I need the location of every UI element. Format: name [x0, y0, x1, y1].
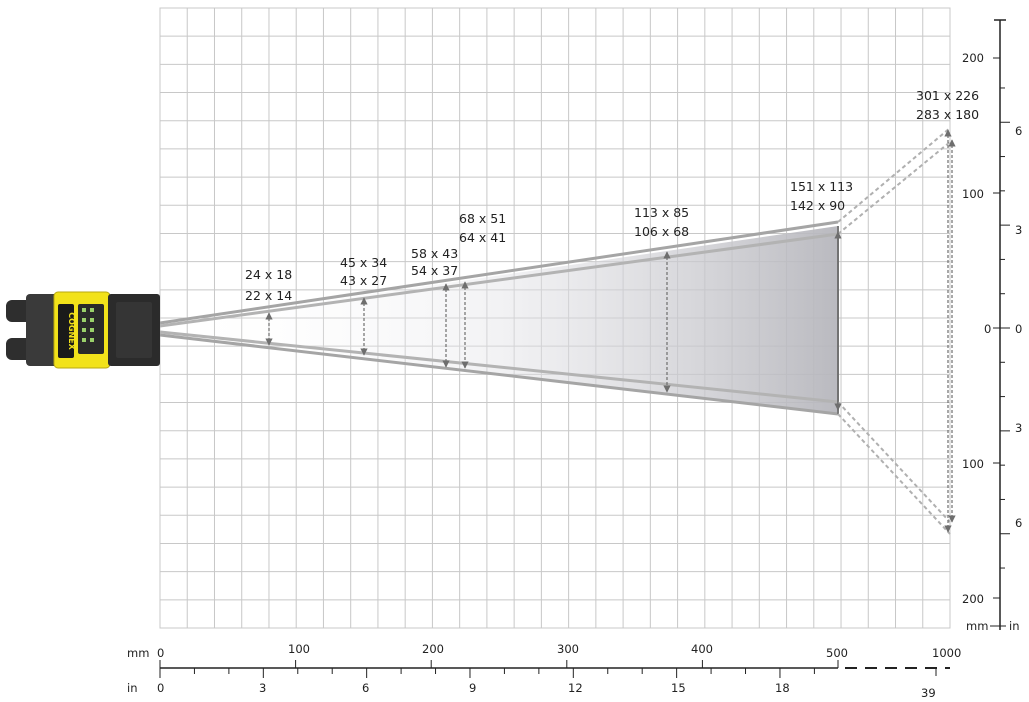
fov-label-375mm-line2: 106 x 68 [634, 224, 689, 239]
fov-label-80mm-line1: 24 x 18 [245, 267, 292, 282]
cone-extension-upper-1 [837, 127, 951, 223]
camera-status-leds [82, 308, 94, 342]
bottom-in-0: 0 [157, 681, 164, 695]
cone-fill [160, 226, 838, 414]
fov-label-1000mm-line2: 283 x 180 [916, 107, 979, 122]
fov-label-150mm-line2: 43 x 27 [340, 273, 387, 288]
bottom-mm-1000: 1000 [932, 646, 961, 660]
bottom-mm-500: 500 [826, 646, 848, 660]
camera-brand-text: COGNEX [67, 312, 76, 350]
bottom-in-9: 9 [469, 681, 476, 695]
right-in-6-bottom: 6 [1015, 516, 1022, 530]
cone-extension-lower-2 [837, 413, 951, 535]
right-in-6-top: 6 [1015, 124, 1022, 138]
bottom-axis-in-unit: in [127, 681, 137, 695]
fov-label-225mm-line1: 68 x 51 [459, 211, 506, 226]
right-axis-mm-unit: mm [966, 619, 988, 633]
bottom-in-15: 15 [671, 681, 686, 695]
dimension-arrows [265, 129, 956, 533]
bottom-axis-ticks [159, 660, 937, 678]
right-in-0: 0 [1015, 322, 1022, 336]
right-mm-0: 0 [984, 322, 991, 336]
bottom-mm-100: 100 [288, 642, 310, 656]
bottom-in-18: 18 [775, 681, 790, 695]
cone-lower-edge-outer [159, 333, 839, 416]
fov-label-150mm-line1: 45 x 34 [340, 255, 387, 270]
cone-lower-edge-inner [159, 330, 839, 404]
fov-label-500mm-line1: 151 x 113 [790, 179, 853, 194]
bottom-mm-0: 0 [157, 646, 164, 660]
right-axis-ticks [993, 57, 1010, 599]
bottom-axis: mm in 0 100 200 300 400 500 1000 0 3 6 9… [127, 642, 961, 700]
cone-extension-lower-1 [837, 401, 951, 523]
right-axis: 200 100 0 100 200 6 3 0 3 6 mm in [962, 19, 1022, 633]
bottom-in-6: 6 [362, 681, 369, 695]
cone-extension-upper-2 [837, 141, 951, 235]
right-axis-in-unit: in [1009, 619, 1019, 633]
fov-label-225mm-line2: 64 x 41 [459, 230, 506, 245]
cone-upper-edge-outer [159, 220, 839, 325]
camera-device: COGNEX [6, 291, 160, 369]
cone-upper-edge-inner [159, 232, 839, 328]
bottom-in-12: 12 [568, 681, 583, 695]
right-mm-200-top: 200 [962, 51, 984, 65]
right-in-3-bottom: 3 [1015, 421, 1022, 435]
camera-body-front [26, 294, 58, 366]
bottom-axis-mm-unit: mm [127, 646, 149, 660]
bottom-in-39: 39 [921, 686, 936, 700]
fov-labels: 24 x 18 22 x 14 45 x 34 43 x 27 58 x 43 … [245, 88, 979, 303]
camera-label-panel [58, 304, 74, 358]
bottom-mm-300: 300 [557, 642, 579, 656]
camera-lens-bottom [6, 338, 32, 360]
bottom-mm-400: 400 [691, 642, 713, 656]
fov-label-80mm-line2: 22 x 14 [245, 288, 292, 303]
camera-rear-detail [116, 302, 152, 358]
fov-label-210mm-line2: 54 x 37 [411, 263, 458, 278]
right-mm-200-bottom: 200 [962, 592, 984, 606]
fov-label-375mm-line1: 113 x 85 [634, 205, 689, 220]
bottom-in-3: 3 [259, 681, 266, 695]
fov-label-210mm-line1: 58 x 43 [411, 246, 458, 261]
fov-label-500mm-line2: 142 x 90 [790, 198, 845, 213]
camera-lens-top [6, 300, 32, 322]
right-mm-100-bottom: 100 [962, 457, 984, 471]
right-in-3-top: 3 [1015, 223, 1022, 237]
fov-label-1000mm-line1: 301 x 226 [916, 88, 979, 103]
right-mm-100-top: 100 [962, 187, 984, 201]
bottom-mm-200: 200 [422, 642, 444, 656]
